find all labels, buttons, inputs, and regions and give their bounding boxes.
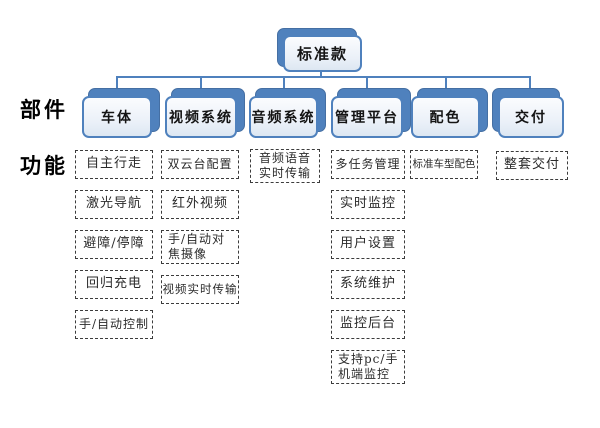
connector-horizontal [116,76,531,78]
feature-item: 红外视频 [161,190,239,219]
node-video-system: 视频系统 [165,88,245,140]
node-root-label: 标准款 [283,35,362,72]
feature-item: 回归充电 [75,270,153,299]
node-car-body-label: 车体 [82,96,152,138]
connector-drop-body [116,76,118,89]
feature-column-video-system: 双云台配置 红外视频 手/自动对 焦摄像 视频实时传输 [161,150,239,304]
connector-drop-delivery [529,76,531,89]
feature-item: 多任务管理 [331,150,405,179]
connector-root-stub [320,71,322,76]
feature-item: 视频实时传输 [161,275,239,304]
node-color-scheme-label: 配色 [411,96,480,138]
feature-item: 监控后台 [331,310,405,339]
feature-item: 双云台配置 [161,150,239,179]
node-color-scheme: 配色 [411,88,488,140]
node-car-body: 车体 [82,88,160,140]
feature-item: 支持pc/手 机端监控 [331,350,405,384]
feature-column-audio-system: 音频语音 实时传输 [250,149,320,183]
connector-drop-color [445,76,447,89]
feature-item: 系统维护 [331,270,405,299]
feature-item: 激光导航 [75,190,153,219]
feature-item: 手/自动对 焦摄像 [161,230,239,264]
feature-item: 实时监控 [331,190,405,219]
node-delivery-label: 交付 [498,96,564,138]
node-delivery: 交付 [492,88,564,140]
connector-drop-audio [283,76,285,89]
feature-column-color-scheme: 标准车型配色 [410,150,478,179]
feature-item: 避障/停障 [75,230,153,259]
feature-column-delivery: 整套交付 [496,151,568,180]
row-label-functions: 功能 [20,153,68,178]
node-video-system-label: 视频系统 [165,96,237,138]
node-management-platform: 管理平台 [331,88,411,140]
feature-item: 音频语音 实时传输 [250,149,320,183]
feature-column-management-platform: 多任务管理 实时监控 用户设置 系统维护 监控后台 支持pc/手 机端监控 [331,150,405,384]
connector-drop-management [366,76,368,89]
feature-item: 标准车型配色 [410,150,478,179]
feature-item: 用户设置 [331,230,405,259]
node-audio-system-label: 音频系统 [249,96,318,138]
connector-drop-video [200,76,202,89]
feature-item: 自主行走 [75,150,153,179]
node-root: 标准款 [277,28,363,80]
feature-column-car-body: 自主行走 激光导航 避障/停障 回归充电 手/自动控制 [75,150,153,339]
feature-item: 手/自动控制 [75,310,153,339]
node-management-platform-label: 管理平台 [331,96,403,138]
row-label-components: 部件 [20,97,68,122]
feature-item: 整套交付 [496,151,568,180]
node-audio-system: 音频系统 [249,88,326,140]
